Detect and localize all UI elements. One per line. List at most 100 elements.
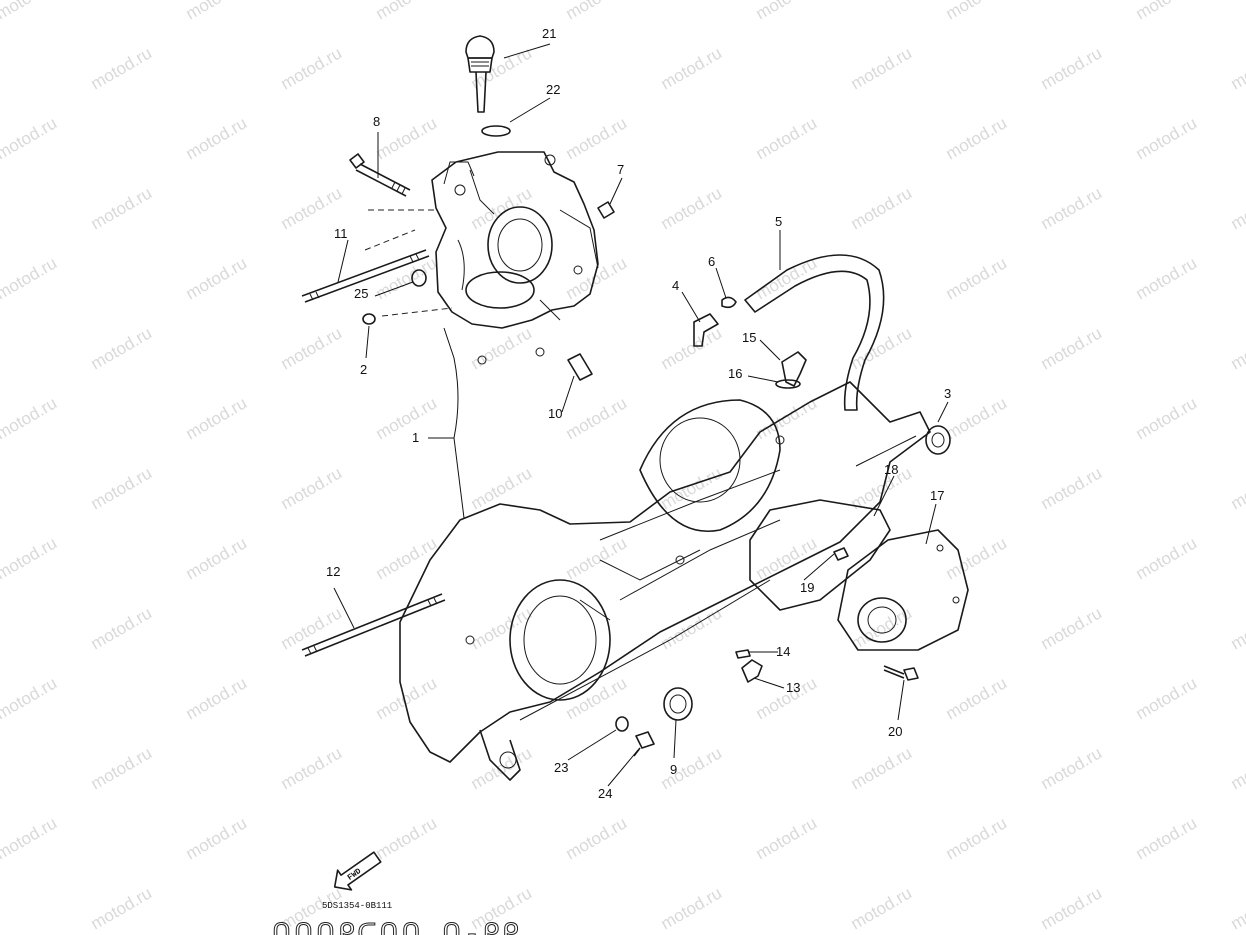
watermark-text: motod.ru [1228, 463, 1246, 513]
callout-2: 2 [360, 362, 367, 377]
watermark-text: motod.ru [1038, 463, 1106, 513]
watermark-text: motod.ru [1228, 883, 1246, 933]
part-washer-25 [411, 269, 427, 287]
watermark-text: motod.ru [943, 673, 1011, 723]
watermark-text: motod.ru [753, 113, 821, 163]
watermark-text: motod.ru [753, 533, 821, 583]
bottom-title-fragment: ᑎᑎᑎᑭᑕᑎᑎ ᑎ-ᑭᑭ [272, 919, 521, 935]
part-oil-dipstick [465, 35, 495, 113]
callout-5: 5 [775, 214, 782, 229]
assembly-line [364, 209, 453, 317]
watermark-text: motod.ru [0, 813, 60, 863]
callout-16: 16 [728, 366, 742, 381]
callout-6: 6 [708, 254, 715, 269]
watermark-text: motod.ru [0, 673, 60, 723]
watermark-text: motod.ru [1133, 813, 1201, 863]
part-stud-11 [301, 249, 430, 303]
watermark-text: motod.ru [1038, 323, 1106, 373]
watermark-text: motod.ru [943, 813, 1011, 863]
watermark-text: motod.ru [658, 323, 726, 373]
watermark-text: motod.ru [943, 533, 1011, 583]
part-cover-17 [837, 529, 969, 651]
part-elbow-4 [693, 313, 719, 347]
watermark-text: motod.ru [1228, 323, 1246, 373]
watermark-text: motod.ru [848, 743, 916, 793]
watermark-text: motod.ru [753, 0, 821, 23]
watermark-text: motod.ru [0, 0, 60, 23]
callout-17: 17 [930, 488, 944, 503]
watermark-text: motod.ru [943, 253, 1011, 303]
part-bolt-8 [349, 153, 411, 197]
part-dowel-2 [362, 313, 376, 325]
watermark-text: motod.ru [88, 463, 156, 513]
part-stud-12 [301, 593, 446, 657]
callout-13: 13 [786, 680, 800, 695]
watermark-text: motod.ru [563, 533, 631, 583]
callout-23: 23 [554, 760, 568, 775]
watermark-text: motod.ru [88, 183, 156, 233]
part-plug-15 [781, 351, 807, 387]
watermark-text: motod.ru [373, 533, 441, 583]
callout-15: 15 [742, 330, 756, 345]
watermark-text: motod.ru [373, 813, 441, 863]
part-washer-23 [615, 716, 629, 732]
part-dowel-10 [567, 353, 593, 381]
watermark-text: motod.ru [183, 533, 251, 583]
callout-18: 18 [884, 462, 898, 477]
watermark-text: motod.ru [1133, 393, 1201, 443]
watermark-text: motod.ru [183, 393, 251, 443]
callout-8: 8 [373, 114, 380, 129]
callout-22: 22 [546, 82, 560, 97]
part-washer-14 [735, 649, 751, 659]
watermark-text: motod.ru [0, 393, 60, 443]
part-gasket-16 [775, 379, 801, 389]
watermark-text: motod.ru [1038, 43, 1106, 93]
part-gasket-18 [749, 499, 891, 611]
watermark-text: motod.ru [88, 603, 156, 653]
callout-25: 25 [354, 286, 368, 301]
watermark-text: motod.ru [468, 743, 536, 793]
part-bolt-20 [883, 665, 919, 681]
leader-lines [333, 43, 949, 787]
watermark-text: motod.ru [1133, 533, 1201, 583]
part-crankcase-lower [399, 381, 931, 781]
watermark-text: motod.ru [753, 393, 821, 443]
watermark-text: motod.ru [0, 113, 60, 163]
watermark-text: motod.ru [848, 183, 916, 233]
watermark-text: motod.ru [183, 813, 251, 863]
watermark-text: motod.ru [1228, 183, 1246, 233]
watermark-text: motod.ru [373, 673, 441, 723]
part-clip-6 [721, 296, 737, 309]
watermark-text: motod.ru [468, 183, 536, 233]
callout-4: 4 [672, 278, 679, 293]
watermark-text: motod.ru [278, 463, 346, 513]
watermark-text: motod.ru [373, 393, 441, 443]
part-dowel-19 [833, 547, 849, 561]
callout-19: 19 [800, 580, 814, 595]
watermark-text: motod.ru [1133, 673, 1201, 723]
part-hose-5 [744, 254, 885, 411]
watermark-text: motod.ru [0, 253, 60, 303]
callout-21: 21 [542, 26, 556, 41]
watermark-text: motod.ru [1133, 253, 1201, 303]
watermark-text: motod.ru [468, 323, 536, 373]
watermark-text: motod.ru [278, 43, 346, 93]
watermark-text: motod.ru [1228, 43, 1246, 93]
watermark-text: motod.ru [563, 0, 631, 23]
watermark-text: motod.ru [658, 183, 726, 233]
watermark-text: motod.ru [658, 883, 726, 933]
callout-3: 3 [944, 386, 951, 401]
part-oring-22 [481, 125, 511, 137]
watermark-text: motod.ru [943, 393, 1011, 443]
callout-11: 11 [334, 226, 348, 241]
part-bolt-24 [633, 731, 655, 757]
watermark-text: motod.ru [373, 0, 441, 23]
watermark-text: motod.ru [563, 113, 631, 163]
watermark-text: motod.ru [1133, 113, 1201, 163]
watermark-text: motod.ru [1038, 743, 1106, 793]
watermark-text: motod.ru [468, 463, 536, 513]
watermark-text: motod.ru [753, 813, 821, 863]
callout-labels: 21 22 8 7 11 5 6 4 25 15 2 16 3 10 1 18 … [326, 26, 951, 801]
